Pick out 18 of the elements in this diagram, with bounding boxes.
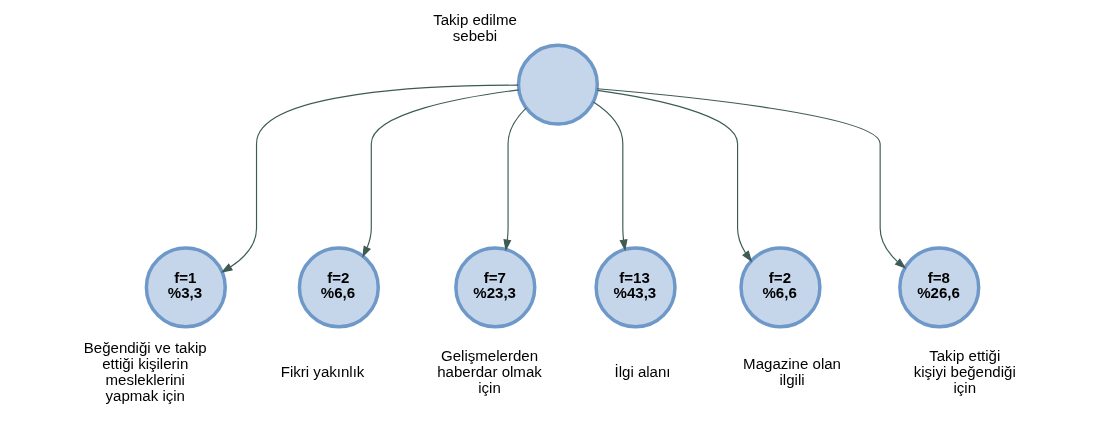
node-circle: f=8 %26,6 xyxy=(898,246,981,329)
node-circle: f=1 %3,3 xyxy=(144,246,227,329)
node-circle: f=13 %43,3 xyxy=(594,246,677,329)
node-label: İlgi alanı xyxy=(614,363,671,381)
arrow xyxy=(220,84,519,273)
node-circle xyxy=(516,43,600,126)
arrow xyxy=(503,107,527,252)
arrow xyxy=(592,101,628,252)
node-label: Takip ettiği kişiyi beğendiği için xyxy=(913,346,1016,397)
arrow xyxy=(596,89,753,263)
node-circle: f=7 %23,3 xyxy=(454,246,537,329)
node-label: Gelişmelerden haberdar olmak için xyxy=(437,346,542,397)
node-label: Beğendiği ve takip ettiği kişilerin mesleklerini yapmak için xyxy=(83,338,207,405)
node-label: Fikri yakınlık xyxy=(280,363,365,381)
arrow xyxy=(596,88,907,269)
node-label: Magazine olan ilgili xyxy=(743,355,841,389)
arrow xyxy=(362,89,520,258)
node-label: Takip edilme sebebi xyxy=(433,10,517,44)
